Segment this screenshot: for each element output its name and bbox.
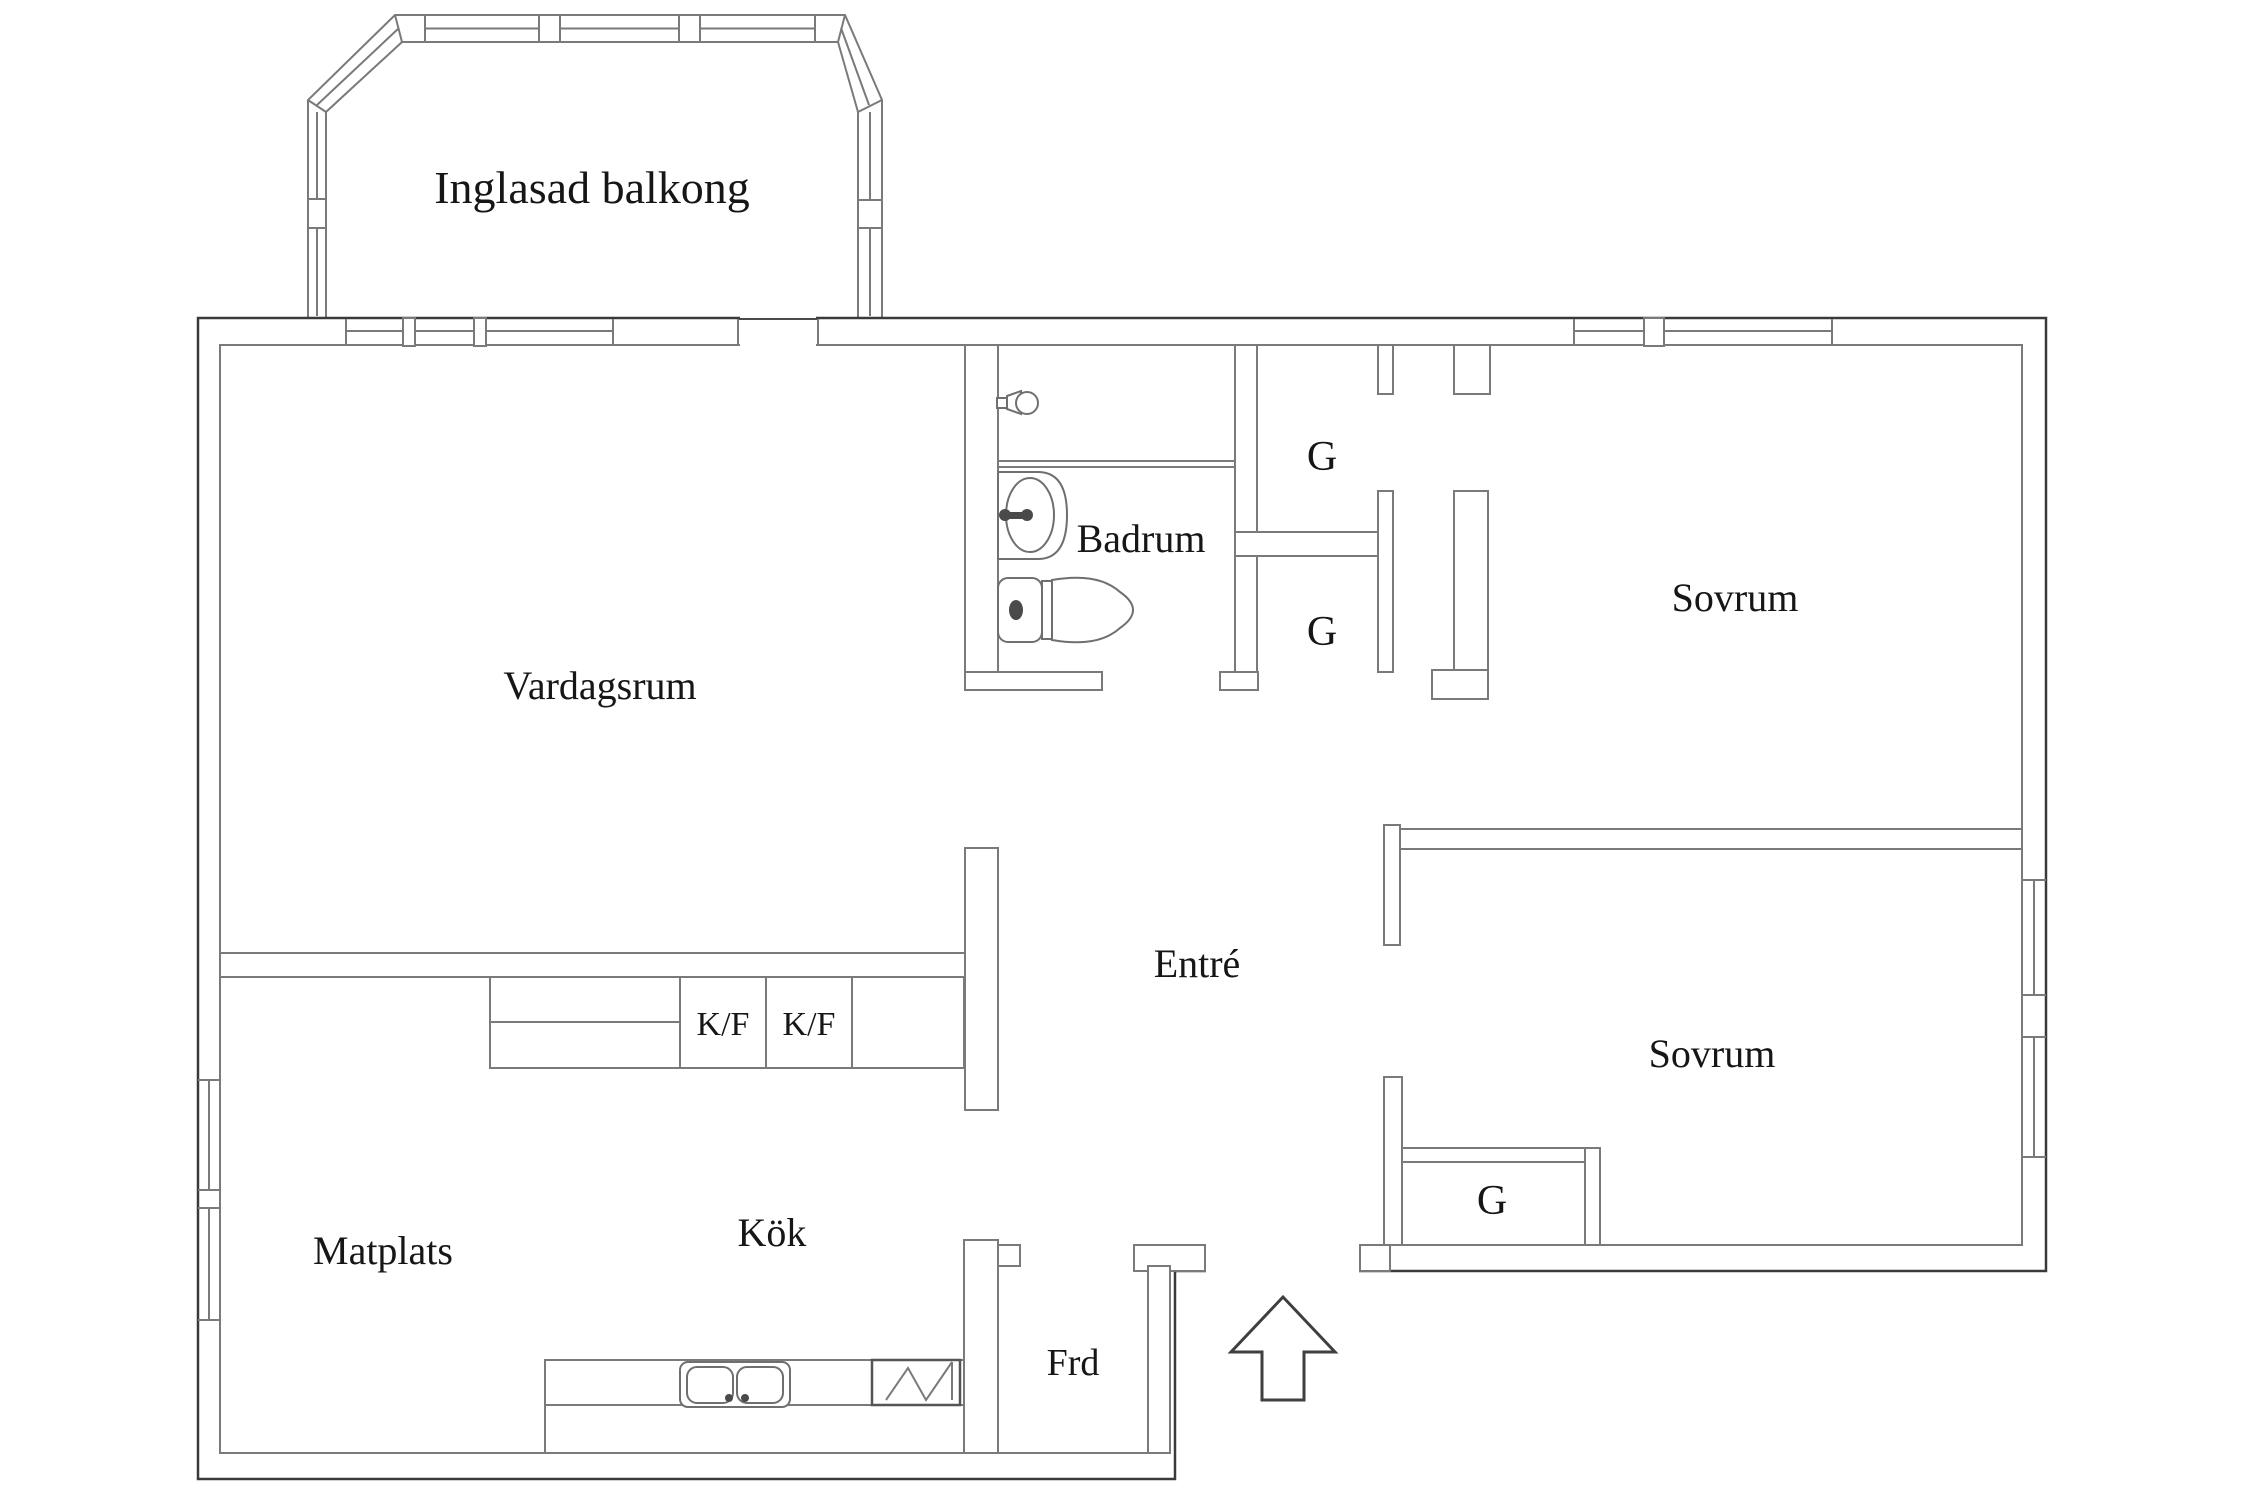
room-label-kitchen: Kök — [738, 1210, 807, 1255]
room-label-living-room: Vardagsrum — [503, 663, 696, 708]
toilet-icon — [997, 576, 1135, 644]
shower-icon — [996, 389, 1039, 416]
bedroom-bottom-windows — [2022, 879, 2046, 1158]
living-room-window — [345, 317, 614, 347]
room-label-bedroom-top: Sovrum — [1672, 575, 1799, 620]
washbasin-icon — [997, 471, 1069, 560]
room-label-dining: Matplats — [313, 1228, 453, 1273]
dining-windows — [198, 1079, 220, 1321]
closet-label-bedroom: G — [1477, 1178, 1507, 1224]
closet-label-middle: G — [1307, 609, 1337, 655]
kitchen-cabinets-top — [489, 976, 965, 1069]
building-inner-wall — [219, 344, 2023, 1454]
room-label-entry: Entré — [1154, 941, 1241, 986]
room-label-bathroom: Badrum — [1077, 516, 1206, 561]
bathroom-fixtures — [996, 389, 1235, 644]
room-label-balcony: Inglasad balkong — [434, 162, 750, 213]
balcony-door-opening — [737, 314, 819, 348]
shower-partition — [998, 460, 1235, 468]
appliance-label-kf-left: K/F — [697, 1006, 750, 1043]
appliance-label-kf-right: K/F — [783, 1006, 836, 1043]
dishwasher-icon — [870, 1358, 962, 1407]
closet-label-top: G — [1307, 434, 1337, 480]
room-label-storage: Frd — [1047, 1342, 1100, 1384]
room-label-bedroom-bottom: Sovrum — [1649, 1031, 1776, 1076]
entrance-arrow-icon — [1227, 1294, 1339, 1402]
entrance-jamb-east — [1359, 1244, 1391, 1272]
bedroom-top-window — [1573, 317, 1833, 347]
double-sink-icon — [679, 1361, 791, 1408]
entrance-door-opening — [1174, 1242, 1391, 1274]
